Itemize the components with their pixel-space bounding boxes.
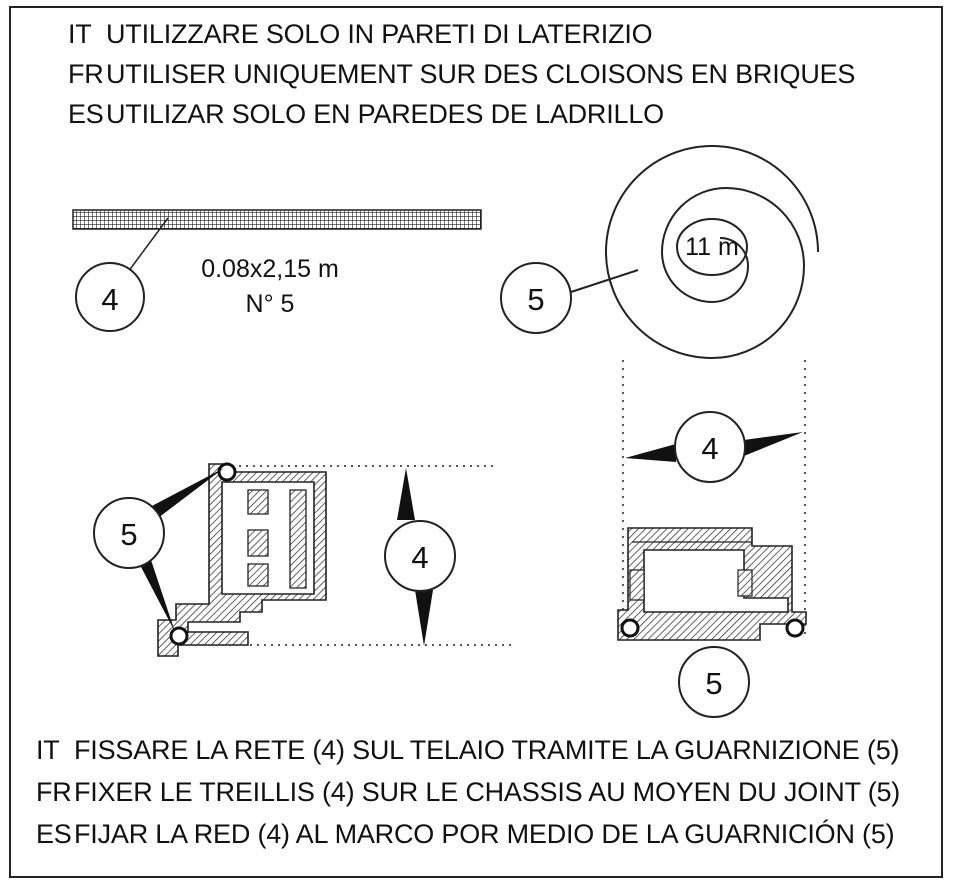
lang-code: IT bbox=[68, 19, 92, 49]
lang-code: IT bbox=[36, 735, 60, 765]
right-mesh-ref: 4 bbox=[701, 431, 719, 466]
warning-it: IT UTILIZZARE SOLO IN PARETI DI LATERIZIO bbox=[68, 18, 653, 50]
warning-fr: FRUTILISER UNIQUEMENT SUR DES CLOISONS E… bbox=[68, 58, 855, 90]
mesh-strip bbox=[72, 209, 482, 332]
left-mesh-ref: 4 bbox=[411, 540, 429, 575]
lang-code: FR bbox=[68, 59, 104, 89]
instruction-text: FIJAR LA RED (4) AL MARCO POR MEDIO DE L… bbox=[74, 819, 895, 849]
right-gasket-ref: 5 bbox=[705, 666, 723, 701]
instruction-es: ESFIJAR LA RED (4) AL MARCO POR MEDIO DE… bbox=[36, 818, 895, 850]
left-gasket-ref: 5 bbox=[120, 517, 138, 552]
lang-code: ES bbox=[68, 99, 104, 129]
warning-text: UTILIZZARE SOLO IN PARETI DI LATERIZIO bbox=[106, 19, 653, 49]
instruction-it: IT FISSARE LA RETE (4) SUL TELAIO TRAMITE… bbox=[36, 734, 900, 766]
instruction-text: FISSARE LA RETE (4) SUL TELAIO TRAMITE L… bbox=[74, 735, 900, 765]
gasket-ref-number: 5 bbox=[527, 282, 545, 317]
warning-text: UTILISER UNIQUEMENT SUR DES CLOISONS EN … bbox=[106, 59, 856, 89]
right-section-detail bbox=[617, 360, 807, 718]
instruction-fr: FRFIXER LE TREILLIS (4) SUR LE CHASSIS A… bbox=[36, 776, 900, 808]
mesh-size: 0.08x2,15 m bbox=[201, 255, 339, 283]
gasket-coil bbox=[500, 145, 819, 360]
mesh-ref-number: 4 bbox=[101, 282, 119, 317]
instruction-text: FIXER LE TREILLIS (4) SUR LE CHASSIS AU … bbox=[74, 777, 901, 807]
lang-code: ES bbox=[36, 819, 72, 849]
left-section-detail bbox=[93, 462, 514, 657]
lang-code: FR bbox=[36, 777, 72, 807]
warning-es: ESUTILIZAR SOLO EN PAREDES DE LADRILLO bbox=[68, 98, 664, 130]
warning-text: UTILIZAR SOLO EN PAREDES DE LADRILLO bbox=[106, 99, 664, 129]
gasket-length: 11 m bbox=[685, 233, 739, 261]
mesh-quantity: N° 5 bbox=[245, 290, 295, 318]
drawing-frame bbox=[9, 6, 943, 878]
